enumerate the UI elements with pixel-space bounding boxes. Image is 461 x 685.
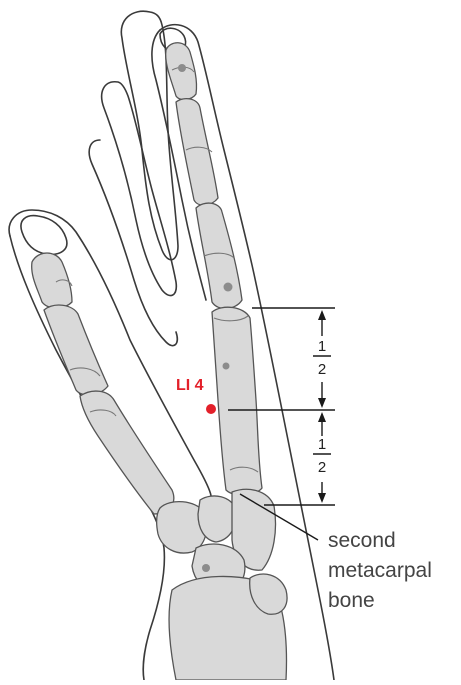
arrow-lower-head-bottom: [318, 493, 326, 503]
acupoint-label: LI 4: [176, 377, 204, 394]
finger-outline-back-3: [89, 140, 177, 346]
callout-line-2: metacarpal: [328, 559, 432, 582]
landmark-dot-proximal: [224, 283, 233, 292]
proximal-phalanx: [196, 203, 242, 309]
arrow-upper-head-bottom: [318, 398, 326, 408]
arrow-lower-head-top: [318, 412, 326, 422]
fraction-lower-numerator: 1: [318, 436, 326, 453]
fraction-lower-denominator: 2: [318, 459, 326, 476]
arrow-upper-head-top: [318, 310, 326, 320]
thumb-proximal-phalanx: [44, 305, 108, 395]
carpal-bones: [157, 489, 287, 680]
thumbnail: [21, 216, 67, 255]
trapezoid: [198, 496, 236, 542]
landmark-dot-distal: [178, 64, 186, 72]
fraction-upper-denominator: 2: [318, 361, 326, 378]
landmark-dot-thumb: [202, 564, 210, 572]
fraction-upper-numerator: 1: [318, 338, 326, 355]
acupoint-marker: [206, 404, 216, 414]
second-metacarpal: [212, 307, 262, 495]
callout-line-1: second: [328, 529, 396, 552]
callout-line-3: bone: [328, 589, 375, 612]
first-metacarpal: [80, 391, 174, 514]
landmark-dot-metacarpal-head: [223, 363, 230, 370]
finger-outline-back-2: [102, 82, 177, 296]
